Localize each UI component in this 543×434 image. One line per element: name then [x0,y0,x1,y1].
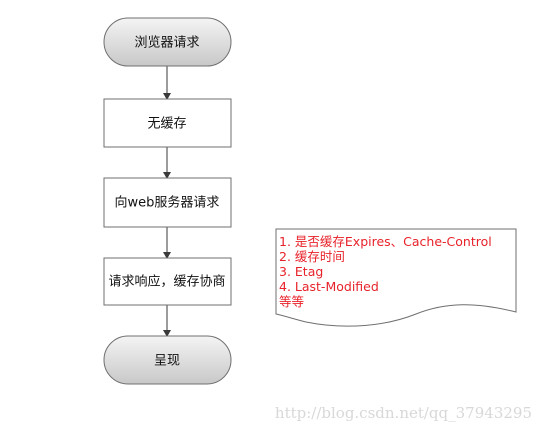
process-shape [103,257,232,306]
node-label-browser-request: 浏览器请求 [134,35,199,51]
document-shape [275,228,517,327]
node-label-render: 呈现 [154,354,180,369]
terminator-shape [103,17,232,67]
note-line-5: 等等 [279,294,304,309]
note-document: 1. 是否缓存Expires、Cache-Control 2. 缓存时间 3. … [275,228,517,327]
node-render: 呈现 [103,335,232,385]
note-line-4: 4. Last-Modified [279,279,379,294]
watermark-url: http://blog.csdn.net/qq_37943295 [275,404,532,422]
node-no-cache: 无缓存 [103,98,232,148]
node-response-cache-negotiation: 请求响应，缓存协商 [103,257,232,306]
note-line-1: 1. 是否缓存Expires、Cache-Control [279,234,492,249]
node-label-request-web-server: 向web服务器请求 [115,195,220,211]
note-line-3: 3. Etag [279,264,323,279]
node-request-web-server: 向web服务器请求 [103,177,232,228]
node-label-no-cache: 无缓存 [147,117,186,132]
terminator-shape [103,335,232,385]
process-shape [103,177,232,228]
process-shape [103,98,232,148]
node-browser-request: 浏览器请求 [103,17,232,67]
node-label-response-cache-negotiation: 请求响应，缓存协商 [108,274,225,290]
note-line-2: 2. 缓存时间 [279,249,345,264]
